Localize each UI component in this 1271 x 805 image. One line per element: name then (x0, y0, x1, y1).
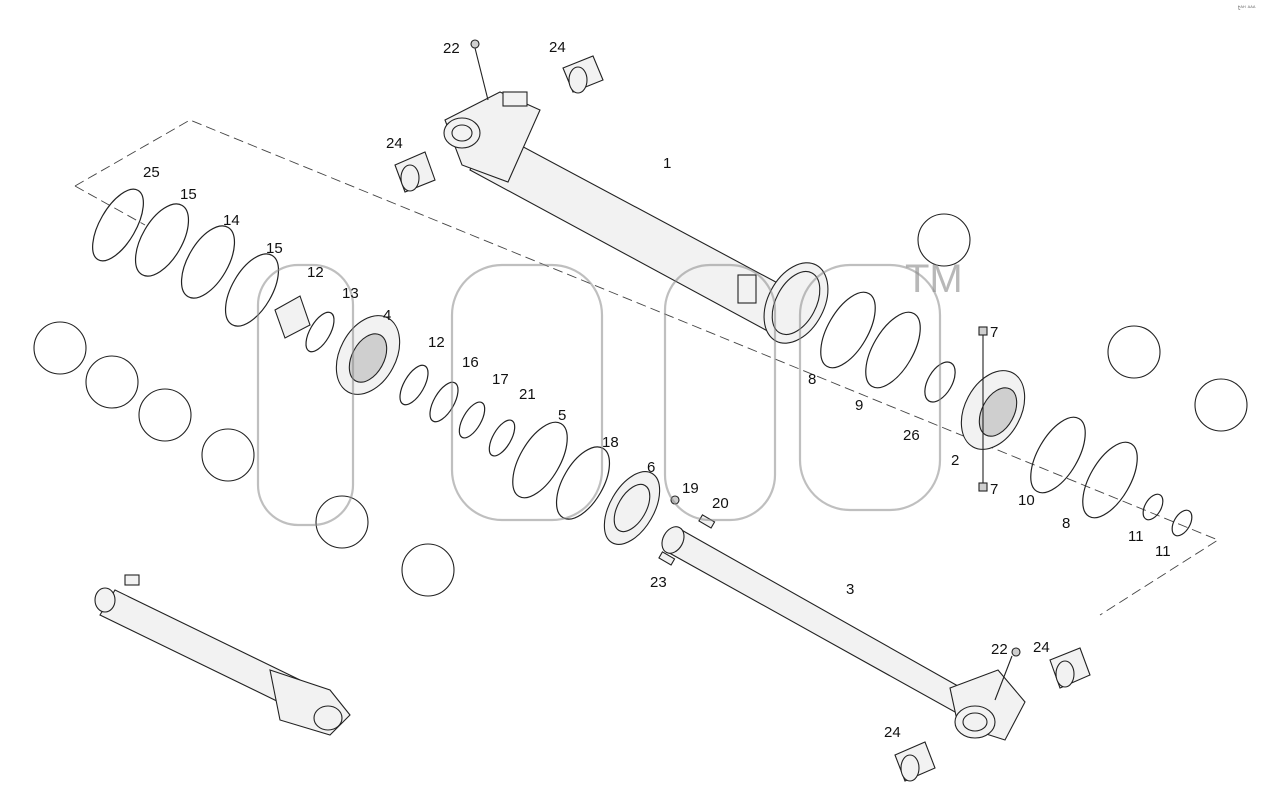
label-24d: 24 (884, 724, 901, 741)
label-20: 20 (712, 495, 729, 512)
label-11b: 11 (1155, 543, 1171, 560)
assembled-cylinder-inset (94, 574, 351, 736)
label-17: 17 (492, 371, 509, 388)
corner-code: tᴬᴴ ᴬᴬᴬ (1238, 5, 1256, 12)
part-labels: 1 2 3 4 5 6 7 7 8 8 9 10 11 11 12 12 13 … (143, 39, 1171, 741)
label-24a: 24 (549, 39, 566, 56)
label-5: 5 (558, 407, 566, 424)
label-11a: 11 (1128, 528, 1144, 545)
label-12b: 12 (428, 334, 445, 351)
label-7a: 7 (990, 324, 998, 341)
label-15b: 15 (266, 240, 283, 257)
label-23: 23 (650, 574, 667, 591)
label-21: 21 (519, 386, 536, 403)
label-7b: 7 (990, 481, 998, 498)
piston-rod (661, 526, 1026, 741)
label-10: 10 (1018, 492, 1035, 509)
label-15a: 15 (180, 186, 197, 203)
label-8a: 8 (808, 371, 816, 388)
label-2: 2 (951, 452, 959, 469)
label-22b: 22 (991, 641, 1008, 658)
label-19: 19 (682, 480, 699, 497)
seal-rings-left (92, 188, 661, 545)
label-22a: 22 (443, 40, 460, 57)
watermark: TM (256, 257, 963, 527)
label-1: 1 (663, 155, 671, 172)
label-18: 18 (602, 434, 619, 451)
label-26: 26 (903, 427, 920, 444)
seal-rings-right (820, 291, 1193, 537)
trademark-mark: TM (905, 257, 963, 301)
grease-fittings (470, 39, 1021, 701)
label-24c: 24 (1033, 639, 1050, 656)
assembly-outline (74, 119, 1219, 616)
label-16: 16 (462, 354, 479, 371)
label-8b: 8 (1062, 515, 1070, 532)
bushings (394, 55, 1091, 782)
label-6: 6 (647, 459, 655, 476)
label-3: 3 (846, 581, 854, 598)
label-12a: 12 (307, 264, 324, 281)
fasteners (658, 326, 988, 566)
label-25: 25 (143, 164, 160, 181)
label-13: 13 (342, 285, 359, 302)
cylinder-barrel (443, 91, 829, 344)
label-24b: 24 (386, 135, 403, 152)
detail-circles (33, 213, 1248, 597)
label-9: 9 (855, 397, 863, 414)
label-4: 4 (383, 307, 391, 324)
label-14: 14 (223, 212, 240, 229)
